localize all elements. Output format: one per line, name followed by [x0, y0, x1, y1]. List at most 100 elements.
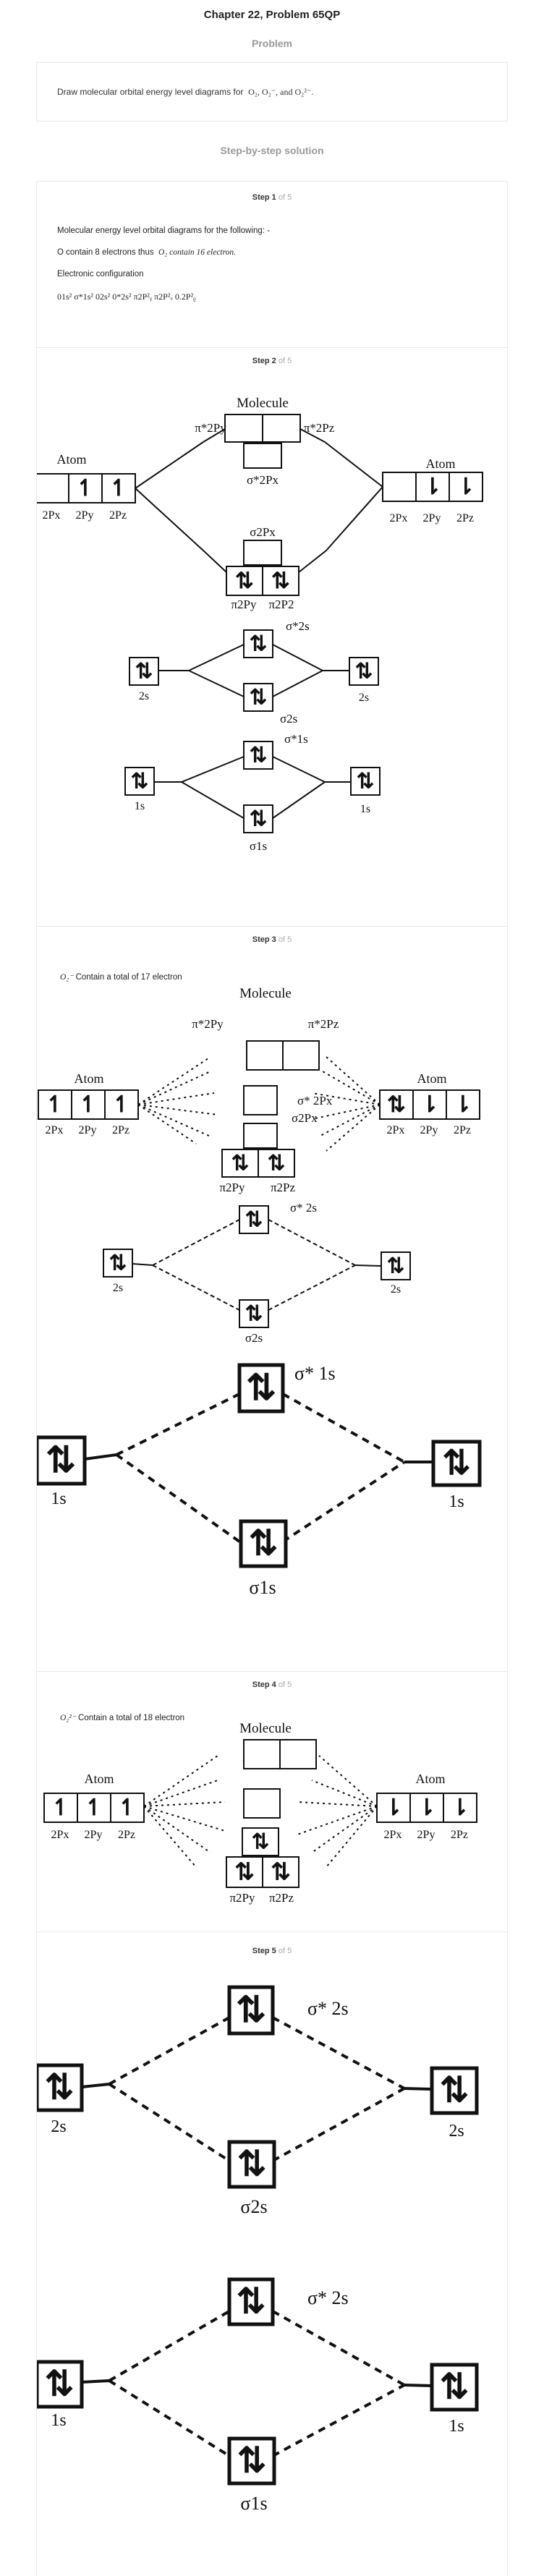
- 2s-label-left: 2s: [51, 2117, 66, 2136]
- step-4-panel: Step 4 of 5 O₂²⁻ Contain a total of 18 e…: [36, 1671, 508, 1931]
- electron-arrows: ⇅: [440, 2368, 469, 2407]
- sigma-star-px-label: σ* 2Px: [297, 1094, 333, 1108]
- 2s-label-right: 2s: [449, 2122, 464, 2141]
- connector-line: [143, 1806, 197, 1868]
- electron-arrows: ⇅: [268, 1152, 286, 1176]
- step-1-panel: Step 1 of 5 Molecular energy level orbit…: [36, 181, 508, 347]
- electron-arrows: ⇂: [417, 1795, 436, 1820]
- sigma-star-px-box: [243, 443, 282, 469]
- connector-line: [299, 428, 326, 443]
- connector-line: [108, 2379, 231, 2457]
- connector-line: [143, 1755, 218, 1807]
- electron-arrows: ↿: [51, 1795, 70, 1820]
- connector-line: [326, 486, 383, 551]
- 2py-label: 2Py: [420, 1124, 438, 1136]
- step-1-config: 01s² σ*1s² 02s² 0*2s² π2P²ᵧ π2P²ᵥ 0.2P²ᵨ: [57, 292, 196, 302]
- 1s-label-left: 1s: [51, 2411, 66, 2430]
- problem-heading: Problem: [251, 38, 292, 49]
- 2px-label: 2Px: [387, 1124, 405, 1136]
- electron-arrows: ⇅: [237, 2146, 267, 2184]
- step-2-label: Step 2 of 5: [252, 357, 292, 365]
- pi-star-pz-box: [282, 1040, 320, 1071]
- sigma-star-2s-box: [239, 1205, 269, 1234]
- molecule-label: Molecule: [239, 1721, 292, 1736]
- 2px-label: 2Px: [384, 1829, 402, 1841]
- 2py-label: 2Py: [85, 1829, 103, 1841]
- problem-box: Draw molecular orbital energy level diag…: [36, 62, 508, 122]
- atom-left-2s-box: [37, 2063, 84, 2112]
- electron-arrows: ⇅: [271, 568, 290, 593]
- atom-left-2py-box: [71, 1089, 106, 1120]
- electron-arrows: ⇂: [384, 1795, 403, 1820]
- 2px-label: 2Px: [46, 1124, 64, 1136]
- 2s-label-right: 2s: [391, 1283, 401, 1296]
- pi-pz-label: π2Pz: [269, 1891, 294, 1905]
- connector-line: [135, 488, 204, 551]
- electron-arrows: ↿: [112, 1092, 131, 1117]
- pi-pz-box: [262, 566, 299, 596]
- connector-line: [272, 2310, 405, 2386]
- atom-left-2pz-box: [110, 1793, 145, 1823]
- electron-arrows: ⇅: [235, 568, 254, 593]
- sigma-star-1s-label: σ* 1s: [294, 1363, 336, 1384]
- pi-star-py-box: [224, 414, 263, 443]
- electron-arrows: ⇂: [420, 1092, 439, 1117]
- solution-heading: Step-by-step solution: [220, 145, 324, 156]
- electron-arrows: ↿: [46, 1092, 64, 1117]
- electron-arrows: ⇅: [357, 770, 375, 794]
- atom-right-2pz-box: [443, 1793, 477, 1823]
- connector-line: [188, 644, 245, 671]
- sigma-1s-box: [239, 1519, 288, 1568]
- connector-line: [137, 1104, 211, 1137]
- connector-line: [115, 1453, 241, 1543]
- connector-line: [137, 1056, 211, 1105]
- electron-arrows: ⇅: [387, 1092, 406, 1117]
- connector-line: [143, 1806, 211, 1853]
- connector-line: [203, 550, 227, 573]
- sigma-star-px-box: [243, 1085, 278, 1115]
- electron-arrows: ⇅: [46, 1440, 76, 1480]
- pi-star-py-box: [243, 1739, 281, 1769]
- sigma-star-2s-label: σ*2s: [286, 619, 310, 633]
- step-5-label: Step 5 of 5: [252, 1947, 292, 1955]
- sigma-1s-box: [227, 2436, 276, 2486]
- connector-line: [326, 1056, 381, 1105]
- connector-line: [135, 441, 204, 489]
- connector-line: [137, 1071, 211, 1105]
- connector-line: [181, 781, 245, 819]
- connector-line: [132, 1263, 153, 1266]
- step-3-lead: O₂⁻ Contain a total of 17 electron: [60, 973, 182, 982]
- 2s-label-left: 2s: [113, 1282, 123, 1294]
- electron-arrows: ⇅: [236, 1990, 266, 2030]
- connector-line: [143, 1801, 226, 1807]
- pi-py-label: π2Py: [219, 1181, 245, 1194]
- 1s-label-right: 1s: [360, 803, 370, 815]
- 2px-label: 2Px: [390, 512, 408, 524]
- pi-py-box: [226, 566, 263, 596]
- 2s-label-left: 2s: [139, 690, 149, 702]
- sigma-star-1s-box: [237, 1363, 285, 1414]
- 1s-label-right: 1s: [449, 2417, 464, 2436]
- 2px-label: 2Px: [43, 509, 61, 522]
- electron-arrows: ⇅: [250, 744, 268, 768]
- connector-line: [272, 670, 323, 697]
- connector-line: [272, 781, 326, 819]
- sigma-star-1s-box: [243, 741, 273, 770]
- 2pz-label: 2Pz: [112, 1124, 129, 1136]
- pi-pz-box: [258, 1149, 295, 1178]
- electron-arrows: ⇅: [237, 2442, 267, 2481]
- electron-arrows: ⇅: [135, 660, 153, 684]
- 2s-label-right: 2s: [359, 692, 369, 704]
- sigma-star-px-box: [243, 1788, 281, 1819]
- electron-arrows: ↿: [109, 475, 128, 501]
- sigma-px-label: σ2Px: [292, 1111, 318, 1125]
- electron-arrows: ⇂: [451, 1795, 469, 1820]
- pi-star-py-label: π*2Py: [195, 421, 226, 435]
- 1s-label-right: 1s: [449, 1492, 464, 1511]
- electron-arrows: ⇅: [45, 2365, 75, 2404]
- atom-right-2py-box: [415, 472, 450, 502]
- atom-left-2py-box: [77, 1793, 111, 1823]
